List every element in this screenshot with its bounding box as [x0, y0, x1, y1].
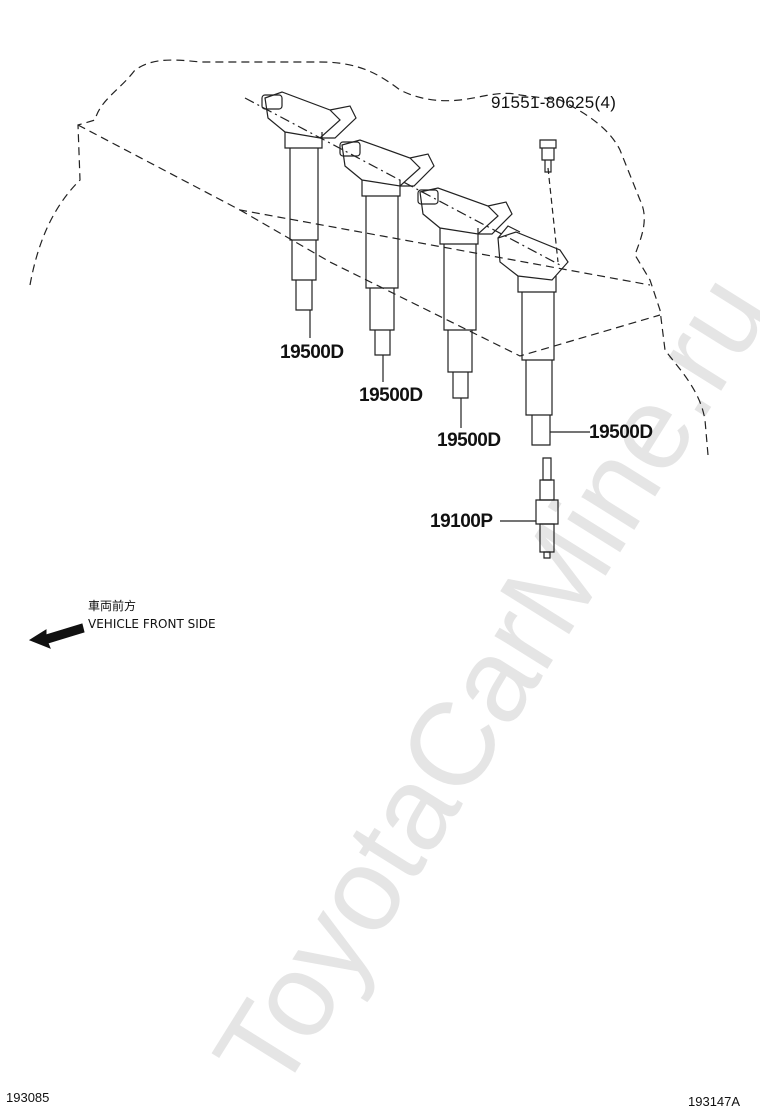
vehicle-front-arrow-icon	[28, 623, 85, 649]
bolt-axis-line	[547, 167, 559, 263]
direction-label-en: VEHICLE FRONT SIDE	[88, 617, 216, 631]
ignition-coil-2	[339, 139, 435, 356]
coil-3-part-number: 19500D	[437, 430, 501, 451]
spark-plug-part	[535, 457, 559, 559]
engine-lower-line	[239, 209, 661, 357]
ignition-coil-1	[261, 91, 357, 311]
coil-4-part-number: 19500D	[589, 422, 653, 443]
coil-2-part-number: 19500D	[359, 385, 423, 406]
engine-outline	[29, 59, 709, 456]
footer-left-code: 193085	[6, 1090, 50, 1105]
bolt-part-number: 91551-80625(4)	[491, 93, 617, 112]
footer-right-code: 193147A	[688, 1094, 741, 1109]
engine-inner-line	[77, 124, 651, 286]
coil-1-part-number: 19500D	[280, 342, 344, 363]
direction-label-jp: 車両前方	[88, 599, 137, 613]
ignition-coil-3	[417, 187, 513, 399]
bolt-part	[539, 139, 557, 173]
ignition-coil-4	[497, 225, 569, 446]
spark-plug-part-number: 19100P	[430, 511, 493, 532]
